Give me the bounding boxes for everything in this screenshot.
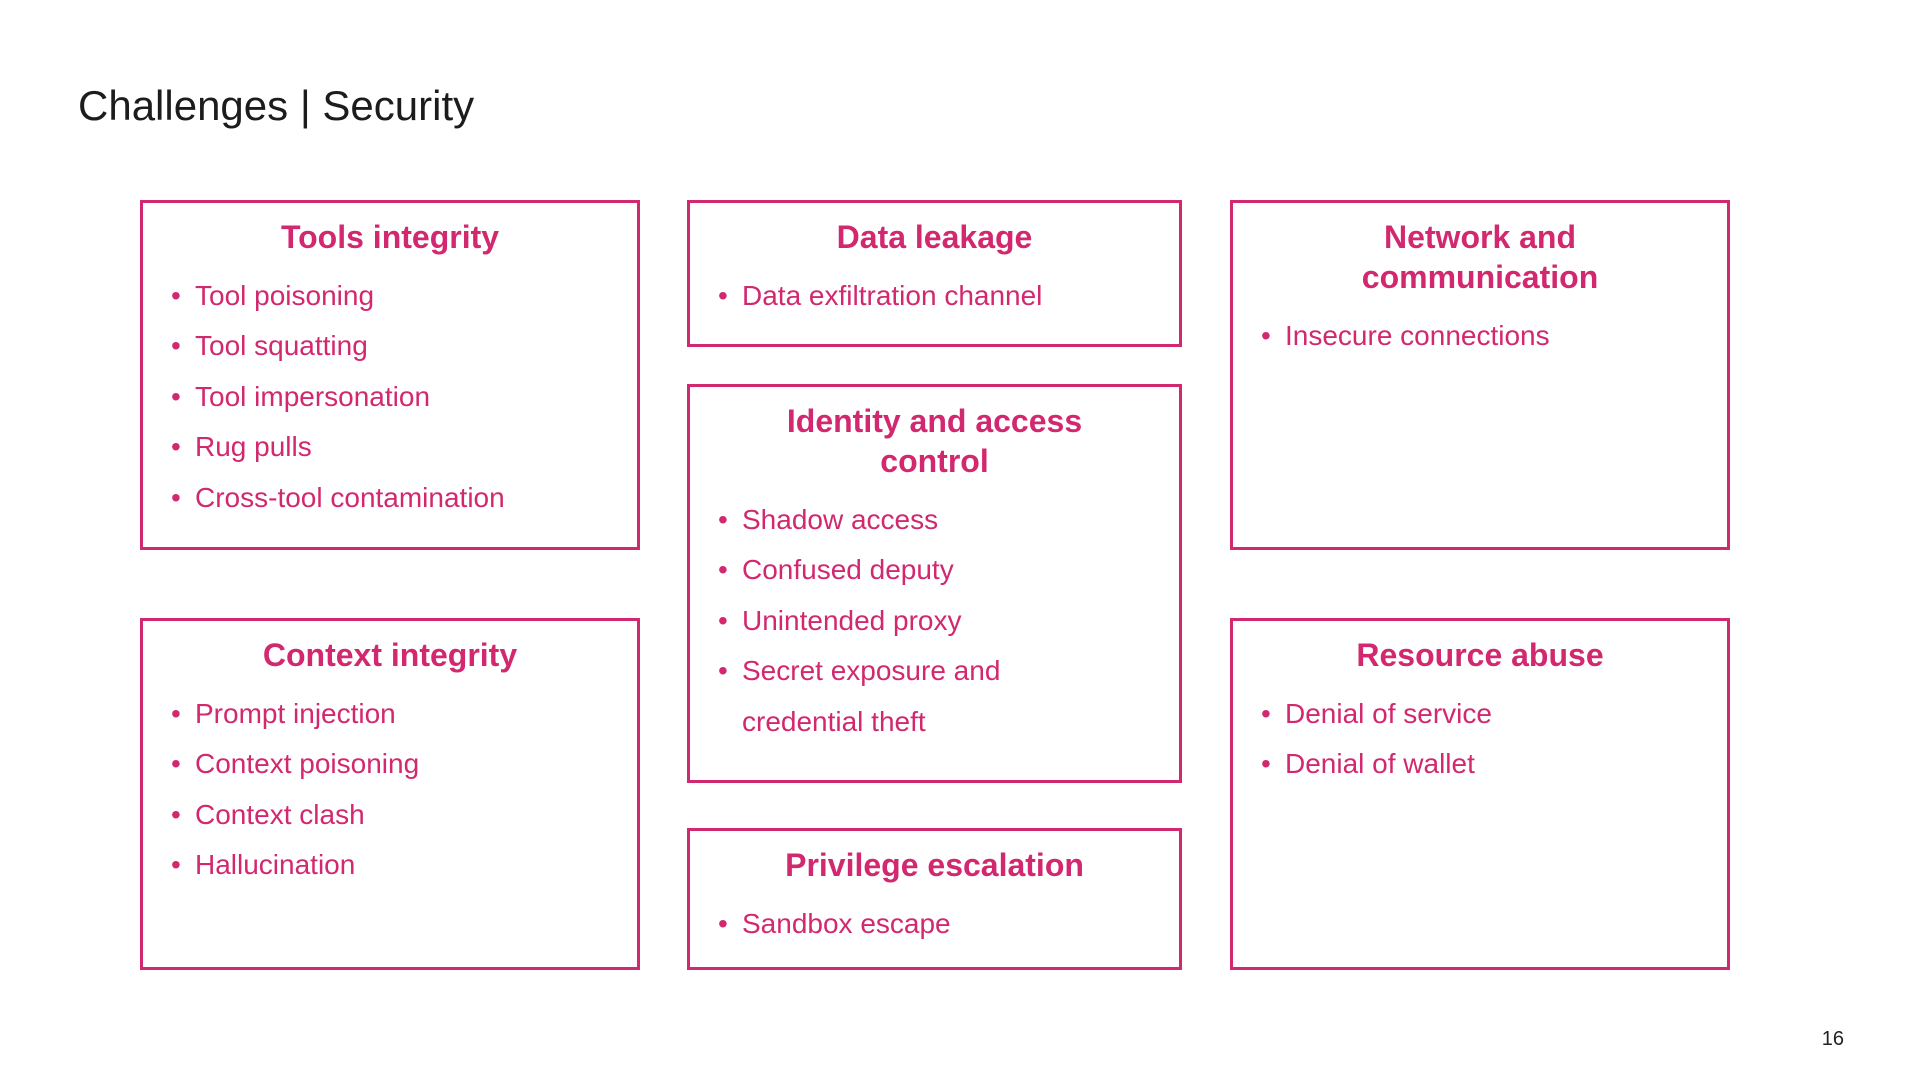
list-item: Confused deputy: [718, 545, 1116, 596]
bullet-list: Prompt injection Context poisoning Conte…: [143, 689, 637, 891]
box-title: Privilege escalation: [785, 847, 1084, 883]
box-title: Data leakage: [836, 219, 1033, 255]
box-tools-integrity: Tools integrity Tool poisoning Tool squa…: [140, 200, 640, 550]
box-context-integrity: Context integrity Prompt injection Conte…: [140, 618, 640, 970]
list-item: Denial of wallet: [1261, 739, 1659, 790]
list-item: Data exfiltration channel: [718, 271, 1116, 322]
box-title: Network and communication: [1361, 219, 1599, 295]
list-item: Tool impersonation: [171, 372, 569, 423]
box-network-and-communication: Network and communication Insecure conne…: [1230, 200, 1730, 550]
box-title: Resource abuse: [1356, 637, 1604, 673]
list-item: Tool poisoning: [171, 271, 569, 322]
bullet-list: Shadow access Confused deputy Unintended…: [690, 495, 1179, 747]
list-item: Context clash: [171, 790, 569, 841]
box-title: Identity and access control: [786, 403, 1083, 479]
bullet-list: Sandbox escape: [690, 899, 1179, 950]
box-title: Tools integrity: [280, 219, 500, 255]
box-title: Context integrity: [262, 637, 518, 673]
bullet-list: Tool poisoning Tool squatting Tool imper…: [143, 271, 637, 523]
box-privilege-escalation: Privilege escalation Sandbox escape: [687, 828, 1182, 970]
bullet-list: Insecure connections: [1233, 311, 1727, 362]
list-item: Rug pulls: [171, 422, 569, 473]
box-resource-abuse: Resource abuse Denial of service Denial …: [1230, 618, 1730, 970]
list-item: Prompt injection: [171, 689, 569, 740]
list-item: Tool squatting: [171, 321, 569, 372]
page-number: 16: [1821, 1028, 1844, 1050]
box-identity-and-access-control: Identity and access control Shadow acces…: [687, 384, 1182, 783]
list-item: Secret exposure and credential theft: [718, 646, 1116, 747]
slide-title: Challenges | Security: [78, 82, 475, 129]
box-data-leakage: Data leakage Data exfiltration channel: [687, 200, 1182, 347]
list-item: Denial of service: [1261, 689, 1659, 740]
list-item: Cross-tool contamination: [171, 473, 569, 524]
list-item: Unintended proxy: [718, 596, 1116, 647]
bullet-list: Data exfiltration channel: [690, 271, 1179, 322]
list-item: Sandbox escape: [718, 899, 1116, 950]
list-item: Context poisoning: [171, 739, 569, 790]
list-item: Insecure connections: [1261, 311, 1659, 362]
list-item: Shadow access: [718, 495, 1116, 546]
bullet-list: Denial of service Denial of wallet: [1233, 689, 1727, 790]
list-item: Hallucination: [171, 840, 569, 891]
